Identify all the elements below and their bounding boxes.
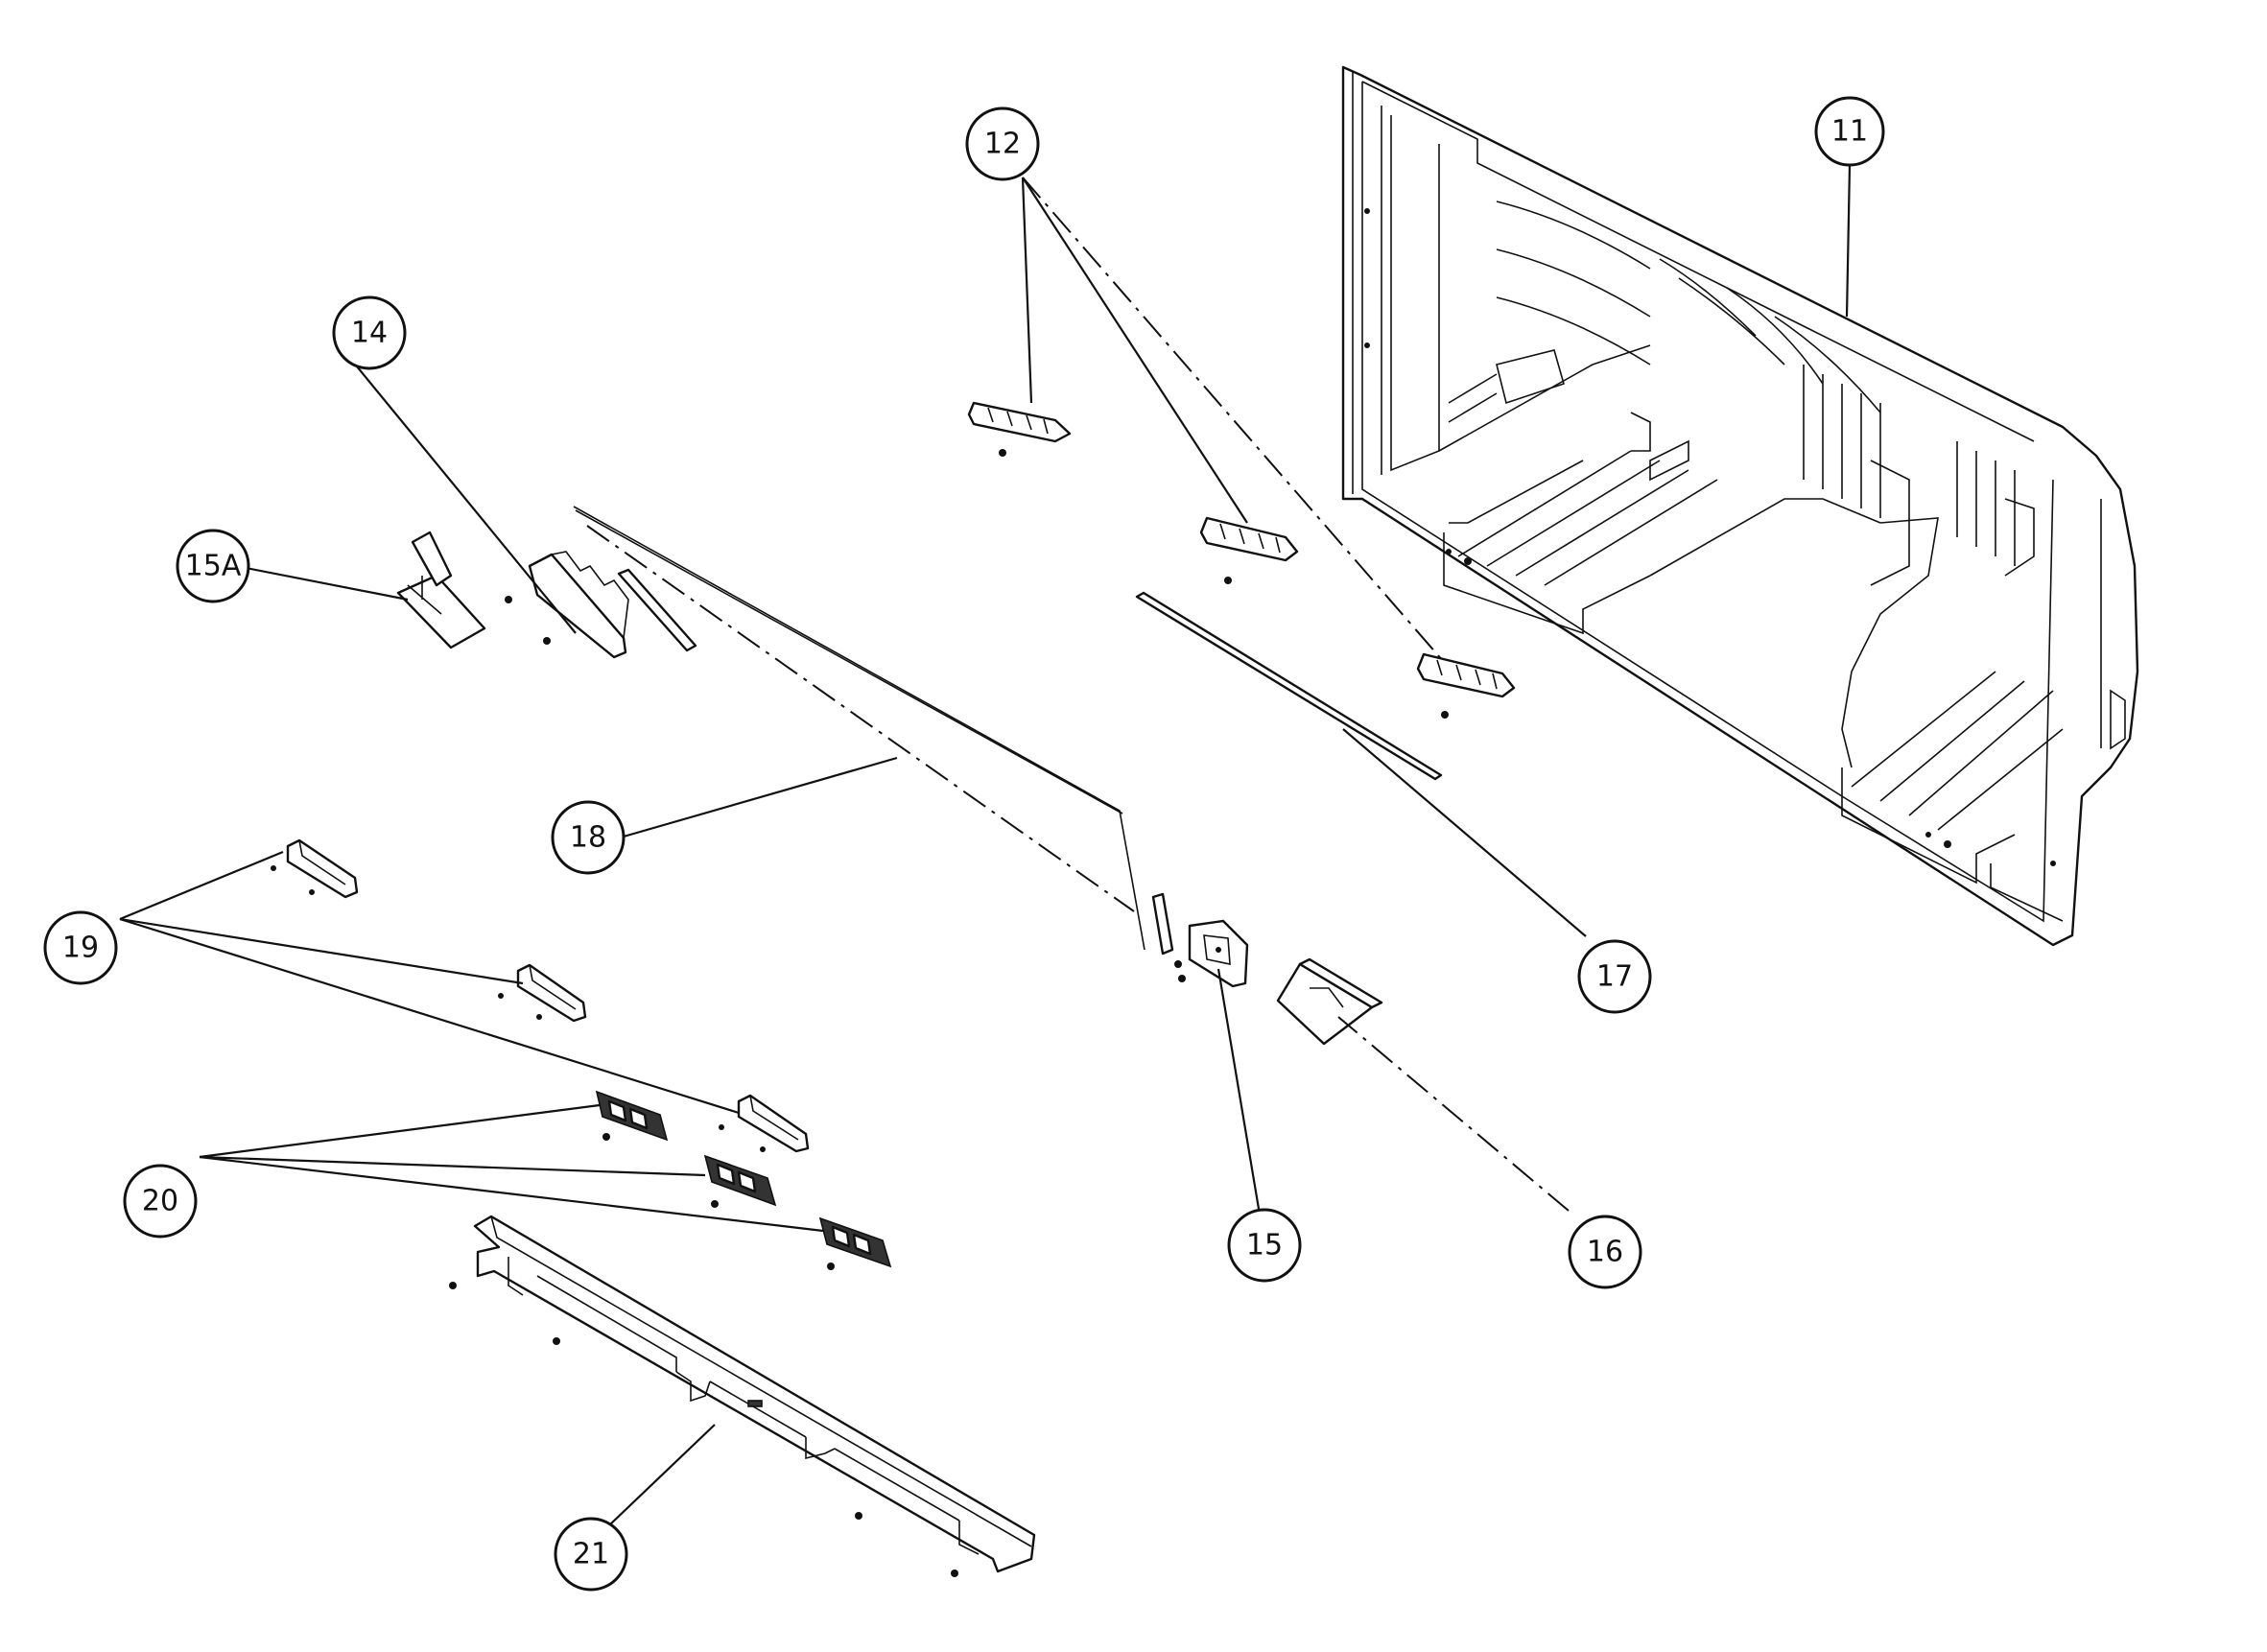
callout-19: 19: [43, 910, 118, 985]
callout-12: 12: [965, 106, 1040, 181]
part-19-clip-2: [498, 963, 587, 1023]
part-21-bottom-rail: [449, 1215, 1036, 1577]
part-15a-corner-bracket: [396, 531, 486, 649]
callout-20: 20: [123, 1164, 198, 1239]
part-15-bracket: [1151, 892, 1249, 988]
svg-text:20: 20: [142, 1185, 178, 1218]
svg-text:11: 11: [1831, 115, 1868, 149]
callout-15a: 15A: [176, 529, 250, 603]
svg-text:17: 17: [1596, 960, 1633, 994]
part-12-clip-3: [1416, 652, 1516, 719]
part-12-clip-2: [1199, 516, 1299, 584]
strip-near-bracket: [617, 568, 697, 652]
leader-lines: [119, 164, 1852, 1526]
svg-text:16: 16: [1587, 1236, 1623, 1269]
callout-18: 18: [551, 800, 626, 875]
part-19-clip-3: [719, 1094, 810, 1153]
callout-21: 21: [554, 1517, 628, 1592]
svg-text:14: 14: [351, 317, 388, 350]
svg-text:19: 19: [62, 932, 99, 965]
svg-text:15: 15: [1246, 1229, 1283, 1263]
part-12-clip-1: [967, 401, 1072, 457]
part-16-angled-bracket: [1276, 957, 1383, 1046]
svg-text:18: 18: [570, 821, 606, 855]
callout-14: 14: [332, 295, 407, 370]
part-17-strip: [1135, 591, 1443, 781]
callout-16: 16: [1568, 1215, 1642, 1289]
part-18-panel: [573, 506, 1145, 951]
svg-text:12: 12: [984, 128, 1021, 161]
svg-text:21: 21: [573, 1538, 609, 1571]
callout-17: 17: [1577, 939, 1652, 1014]
part-14-bracket: [505, 551, 629, 659]
part-20-connector-1: [595, 1090, 669, 1142]
part-20-connector-2: [703, 1154, 777, 1208]
part-11-cabinet-frame: [1341, 65, 2139, 947]
callout-11: 11: [1814, 96, 1885, 167]
part-19-clip-1: [271, 838, 359, 899]
part-20-connector-3: [818, 1216, 892, 1270]
callout-15: 15: [1227, 1208, 1302, 1283]
svg-text:15A: 15A: [185, 550, 242, 583]
